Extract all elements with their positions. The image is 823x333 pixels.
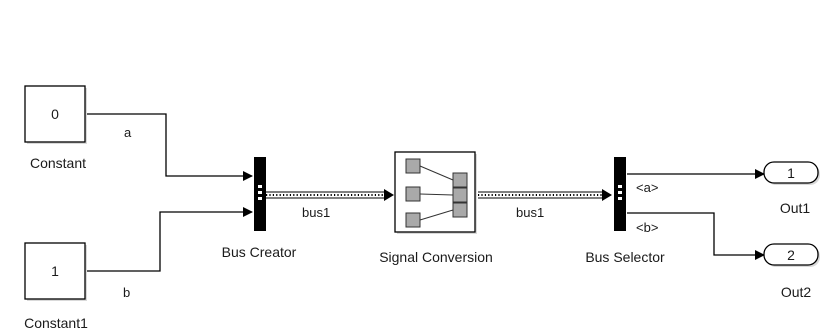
signal-label-sel-b: <b> bbox=[636, 220, 658, 235]
out1-label: Out1 bbox=[780, 200, 811, 216]
constant-label: Constant bbox=[30, 155, 86, 171]
signal-label-a: a bbox=[124, 125, 132, 140]
signal-line-b[interactable] bbox=[86, 207, 253, 272]
out2-port[interactable]: 2 bbox=[763, 243, 820, 267]
constant1-label: Constant1 bbox=[24, 315, 88, 331]
signal-conversion-icon bbox=[405, 158, 468, 228]
bus-selector-block[interactable] bbox=[614, 157, 626, 231]
bus-selector-label: Bus Selector bbox=[585, 249, 665, 265]
bus-creator-block[interactable] bbox=[254, 157, 266, 231]
signal-label-b: b bbox=[123, 285, 130, 300]
signal-line-sel-b[interactable] bbox=[627, 212, 765, 260]
constant-block[interactable]: 0 bbox=[24, 85, 87, 144]
out1-port-number: 1 bbox=[787, 165, 795, 181]
constant1-value: 1 bbox=[51, 263, 59, 279]
constant1-block[interactable]: 1 bbox=[24, 242, 87, 301]
bus-line-bus1-in[interactable] bbox=[266, 189, 394, 201]
out2-label: Out2 bbox=[781, 284, 812, 300]
signal-label-sel-a: <a> bbox=[636, 180, 658, 195]
signal-conversion-block[interactable] bbox=[394, 151, 477, 234]
signal-conversion-label: Signal Conversion bbox=[379, 249, 493, 265]
constant-value: 0 bbox=[51, 106, 59, 122]
out2-port-number: 2 bbox=[787, 247, 795, 263]
bus-creator-label: Bus Creator bbox=[222, 244, 297, 260]
signal-line-a[interactable] bbox=[86, 113, 253, 181]
bus-label-bus1-out: bus1 bbox=[516, 205, 544, 220]
bus-label-bus1-in: bus1 bbox=[302, 205, 330, 220]
bus-line-bus1-out[interactable] bbox=[478, 189, 612, 201]
out1-port[interactable]: 1 bbox=[763, 161, 820, 185]
